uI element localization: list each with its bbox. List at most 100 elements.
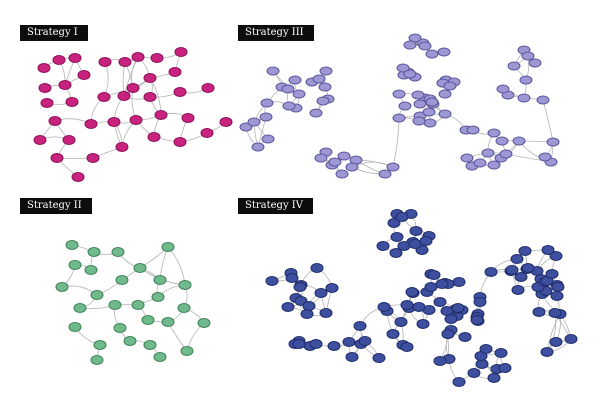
network-node	[133, 263, 147, 273]
network-node	[68, 322, 82, 332]
network-node	[173, 87, 187, 97]
network-node	[292, 89, 306, 99]
network-node	[470, 315, 484, 325]
network-node	[387, 218, 401, 228]
network-node	[467, 368, 481, 378]
network-node	[389, 248, 403, 258]
network-node	[394, 317, 408, 327]
network-node	[408, 33, 422, 43]
network-node	[302, 301, 316, 311]
network-node	[405, 287, 419, 297]
network-node	[386, 162, 400, 172]
network-node	[33, 135, 47, 145]
network-node	[107, 117, 121, 127]
network-node	[153, 275, 167, 285]
network-node	[452, 377, 466, 387]
network-node	[400, 342, 414, 352]
network-node	[319, 66, 333, 76]
network-edge	[159, 246, 169, 281]
network-node	[392, 89, 406, 99]
network-node	[395, 212, 409, 222]
network-node	[174, 47, 188, 57]
network-node	[443, 81, 457, 91]
network-node	[438, 109, 452, 119]
network-node	[180, 346, 194, 356]
network-node	[345, 352, 359, 362]
network-node	[398, 101, 412, 111]
network-node	[115, 275, 129, 285]
network-node	[111, 247, 125, 257]
network-node	[499, 149, 513, 159]
network-node	[418, 41, 432, 51]
network-node	[550, 291, 564, 301]
network-node	[521, 51, 535, 61]
network-node	[424, 282, 438, 292]
nodes	[33, 47, 233, 182]
network-node	[358, 336, 372, 346]
network-node	[564, 334, 578, 344]
network-node	[487, 128, 501, 138]
network-node	[108, 300, 122, 310]
network-node	[52, 55, 66, 65]
panel-label-strategy-3: Strategy III	[238, 25, 314, 41]
network-node	[288, 75, 302, 85]
network-node	[419, 236, 433, 246]
network-node	[309, 108, 323, 118]
network-node	[538, 152, 552, 162]
network-node	[319, 308, 333, 318]
network-node	[528, 58, 542, 68]
network-node	[510, 254, 524, 264]
network-node	[62, 135, 76, 145]
network-node	[549, 251, 563, 261]
network-edge	[103, 61, 109, 98]
network-node	[511, 285, 525, 295]
network-node	[260, 98, 274, 108]
network-node	[65, 240, 79, 250]
network-node	[392, 113, 406, 123]
network-node	[261, 134, 275, 144]
network-node	[126, 83, 140, 93]
network-node	[372, 353, 386, 363]
network-node	[536, 95, 550, 105]
network-node	[65, 97, 79, 107]
network-node	[118, 57, 132, 67]
network-node	[494, 348, 508, 358]
network-node	[378, 169, 392, 179]
network-node	[495, 136, 509, 146]
network-node	[403, 69, 417, 79]
network-node	[412, 116, 426, 126]
network-node	[177, 303, 191, 313]
network-node	[433, 356, 447, 366]
network-node	[131, 52, 145, 62]
network-node	[239, 122, 253, 132]
network-node	[123, 336, 137, 346]
network-node	[498, 363, 512, 373]
network-node	[327, 341, 341, 351]
panel-label-strategy-2: Strategy II	[20, 198, 92, 214]
network-node	[386, 329, 400, 339]
network-node	[487, 160, 501, 170]
network-node	[318, 82, 332, 92]
network-node	[48, 116, 62, 126]
network-node	[549, 337, 563, 347]
network-node	[77, 70, 91, 80]
network-node	[519, 75, 533, 85]
network-strategy-2	[55, 240, 211, 365]
network-node	[345, 162, 359, 172]
network-node	[141, 315, 155, 325]
network-node	[84, 119, 98, 129]
network-node	[71, 172, 85, 182]
network-node	[150, 53, 164, 63]
network-node	[143, 73, 157, 83]
network-node	[300, 309, 314, 319]
network-node	[438, 89, 452, 99]
network-node	[312, 74, 326, 84]
network-node	[292, 339, 306, 349]
network-node	[181, 113, 195, 123]
network-strategy-4	[265, 209, 578, 387]
network-node	[376, 241, 390, 251]
network-node	[197, 318, 211, 328]
network-node	[129, 115, 143, 125]
network-node	[412, 302, 426, 312]
network-node	[143, 340, 157, 350]
